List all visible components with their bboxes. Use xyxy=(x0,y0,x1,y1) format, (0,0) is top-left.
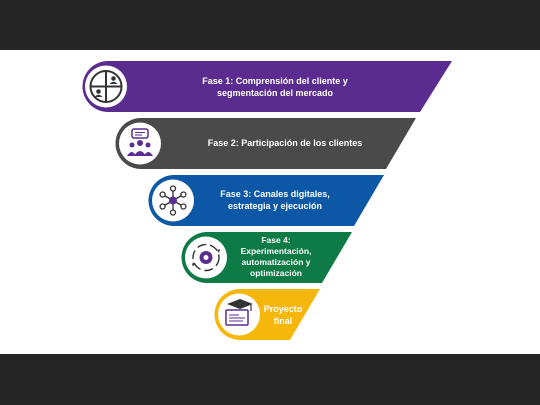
customer-engagement-icon xyxy=(119,122,161,165)
stage-1-label-line-2: segmentación del mercado xyxy=(216,88,334,98)
graduation-cap-icon xyxy=(218,293,260,336)
stage-1-label: Fase 1: Comprensión del cliente y segmen… xyxy=(150,75,400,99)
slide: Fase 1: Comprensión del cliente y segmen… xyxy=(0,50,540,354)
stage-2-label-line-1: Fase 2: Participación de los clientes xyxy=(207,138,363,148)
stage-5-label-line-1: Proyecto xyxy=(263,304,303,314)
stage-5-label: Proyecto final xyxy=(254,303,312,327)
funnel-stage-2 xyxy=(115,118,416,169)
stage-4-band xyxy=(181,232,352,283)
stage-4-label: Fase 4: Experimentación, automatización … xyxy=(226,235,326,279)
customer-segments-icon xyxy=(85,65,127,108)
funnel-stage-5 xyxy=(214,289,320,340)
funnel-stage-4 xyxy=(181,232,352,283)
funnel-stage-3 xyxy=(148,175,384,226)
stage-3-label-line-1: Fase 3: Canales digitales, xyxy=(220,189,330,199)
stage-4-label-line-1: Fase 4: xyxy=(261,235,291,245)
digital-network-icon xyxy=(152,179,194,222)
stage-3-label-line-2: estrategia y ejecución xyxy=(227,201,323,211)
funnel-diagram xyxy=(82,61,453,340)
stage-5-label-line-2: final xyxy=(273,316,293,326)
stage-4-label-line-4: optimización xyxy=(250,268,302,278)
stage-1-label-line-1: Fase 1: Comprensión del cliente y xyxy=(202,76,348,86)
stage-4-label-line-3: automatización y xyxy=(241,257,311,267)
funnel-stage-1 xyxy=(82,61,453,112)
stage-3-label: Fase 3: Canales digitales, estrategia y … xyxy=(200,188,350,212)
stage-2-label: Fase 2: Participación de los clientes xyxy=(180,137,390,149)
stage-3-band xyxy=(148,175,384,226)
stage-4-label-line-2: Experimentación, xyxy=(240,246,312,256)
automation-cycle-icon xyxy=(185,236,227,279)
stage-2-band xyxy=(115,118,416,169)
stage-1-band xyxy=(82,61,453,112)
